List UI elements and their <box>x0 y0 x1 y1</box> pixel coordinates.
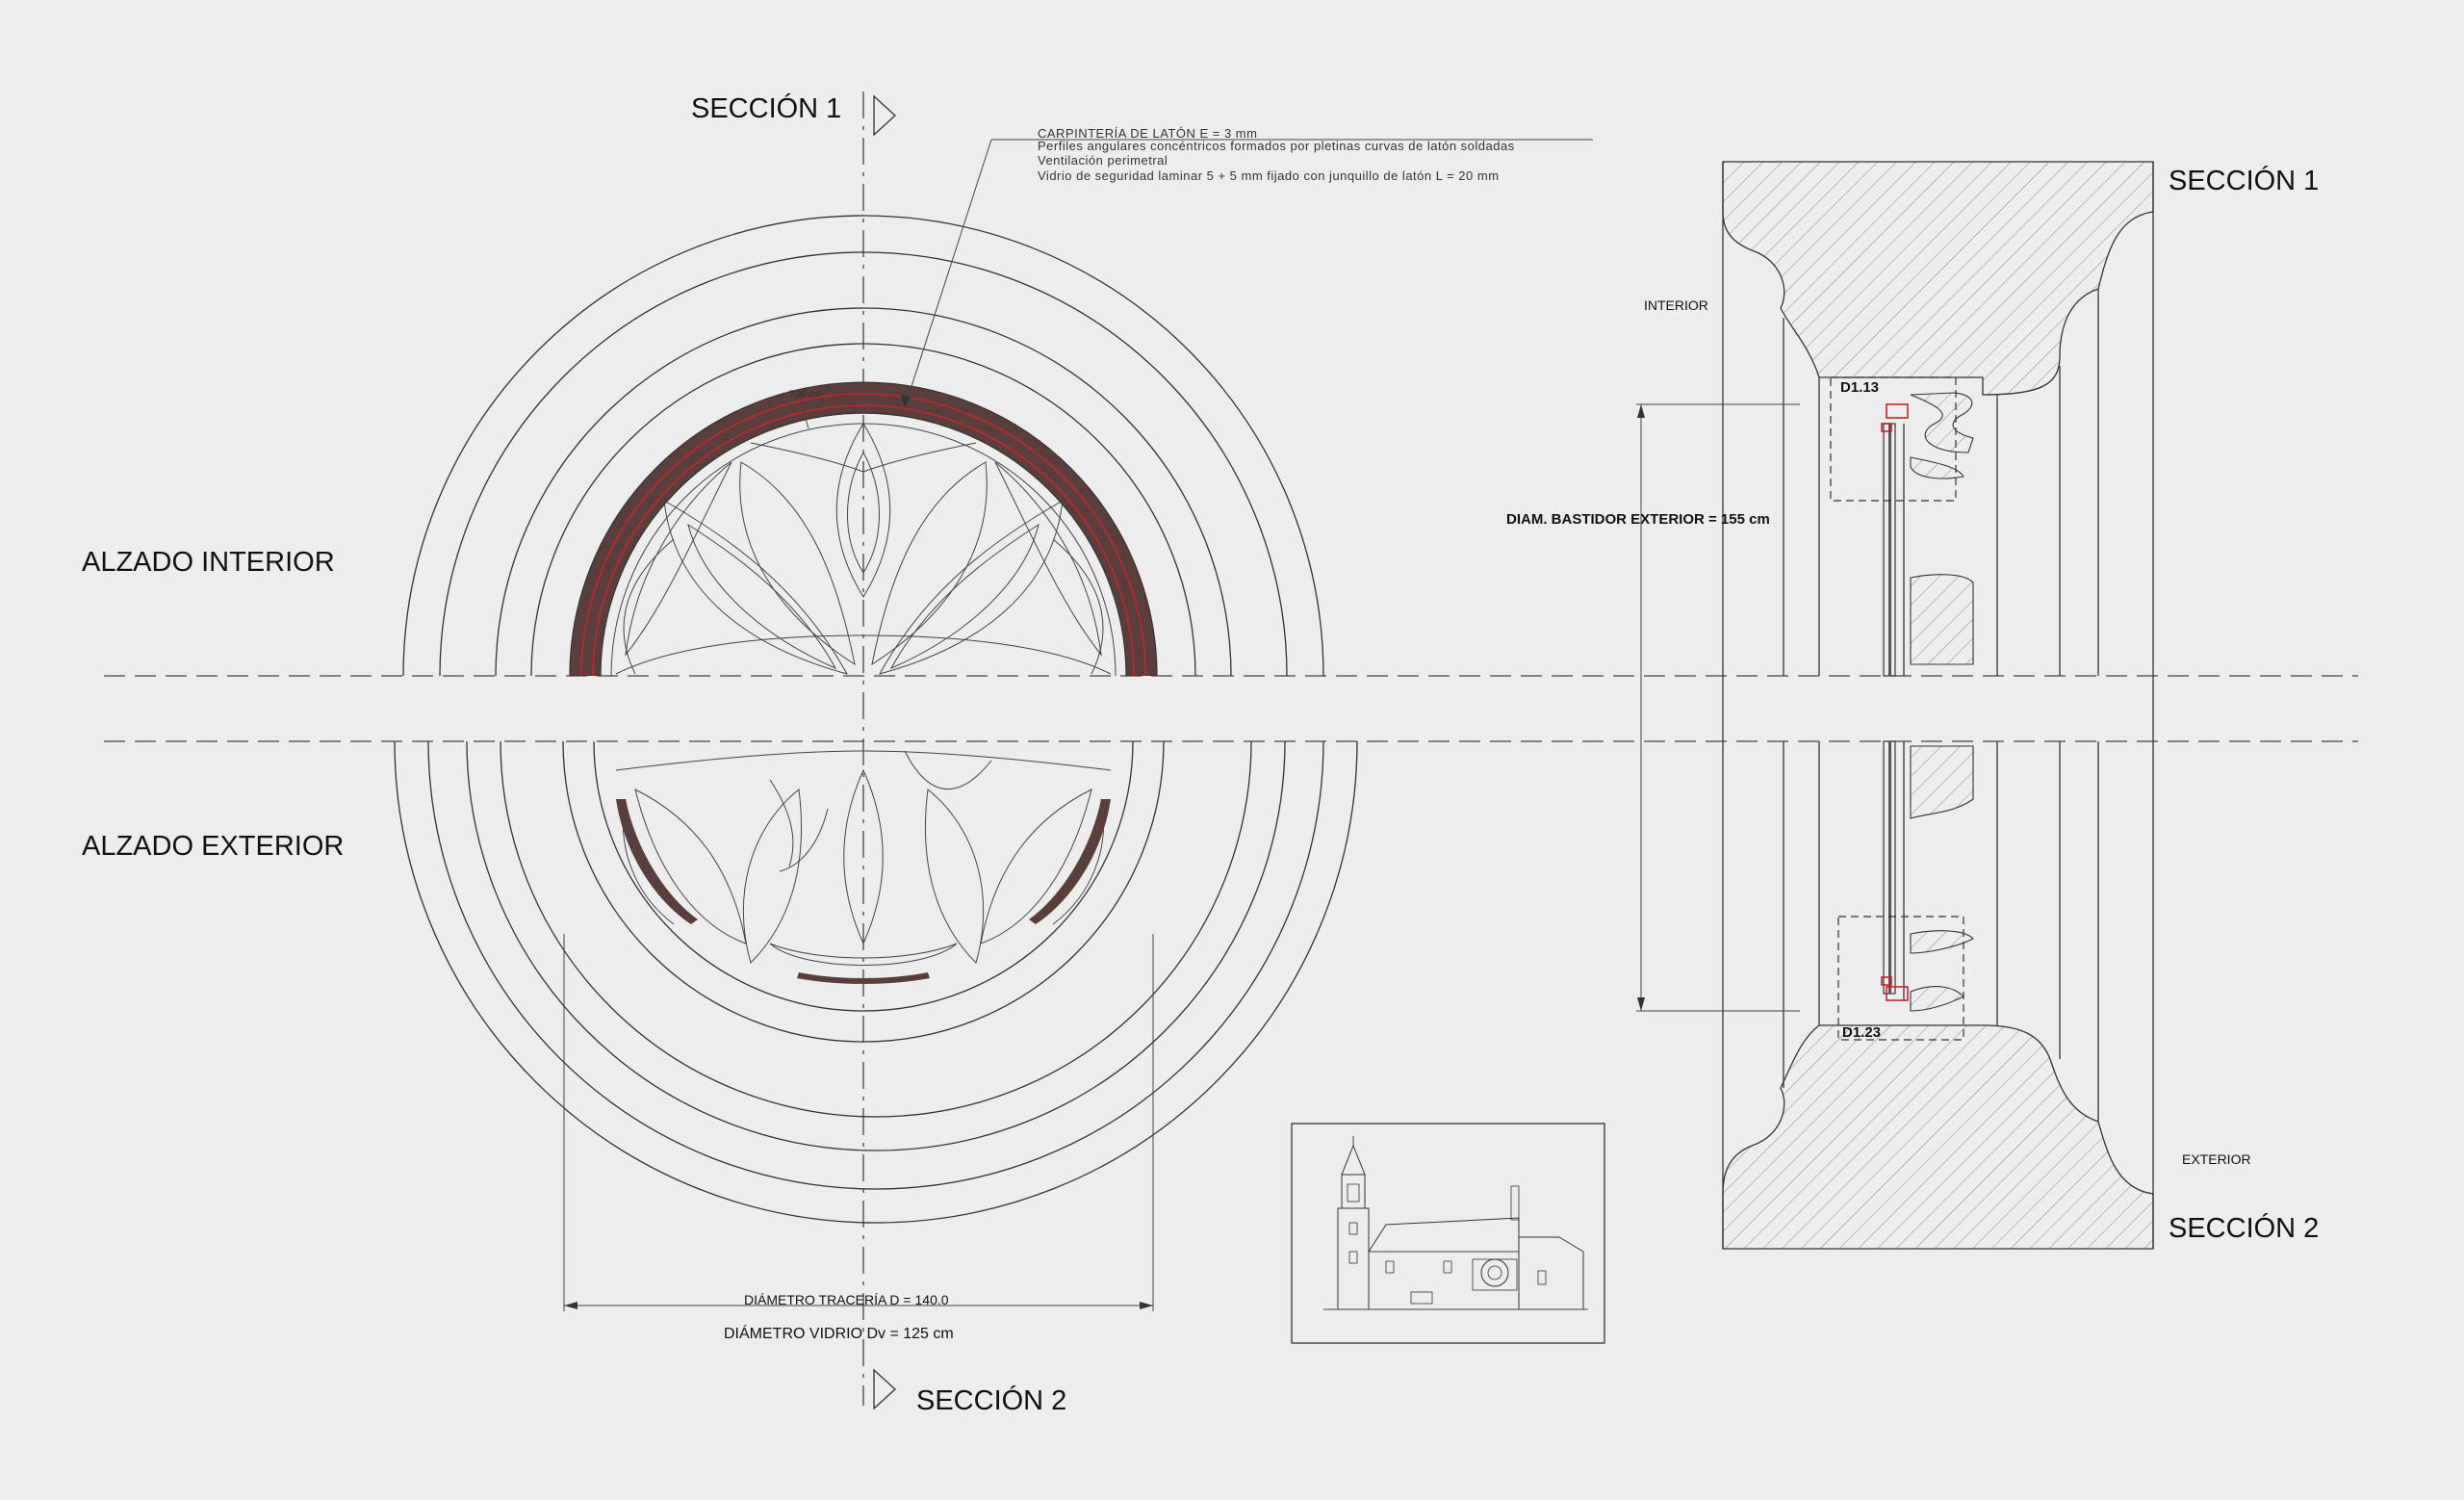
note-line-1: CARPINTERÍA DE LATÓN E = 3 mm <box>1038 126 1257 141</box>
detail-box-d123 <box>1837 916 1964 1041</box>
section-2-label: SECCIÓN 2 <box>916 1384 1066 1416</box>
section-2-marker: SECCIÓN 2 <box>873 1368 1066 1416</box>
note-line-4: Vidrio de seguridad laminar 5 + 5 mm fij… <box>1038 168 1500 183</box>
wall-section: D1.13 D1.23 DIAM. BASTIDOR EXTERIOR = 15… <box>1506 161 2319 1250</box>
church-elevation-thumbnail <box>1291 1123 1605 1344</box>
tracery-diameter-label: DIÁMETRO TRACERÍA D = 140.0 <box>744 1292 949 1307</box>
detail-label-top: D1.13 <box>1840 379 1879 396</box>
interior-side-label: INTERIOR <box>1644 297 1708 313</box>
note-leader <box>904 139 1593 408</box>
bottom-moulding <box>1722 1024 2154 1250</box>
section-1-label: SECCIÓN 1 <box>691 92 841 124</box>
glass-diameter-label: DIÁMETRO VIDRIO Dv = 125 cm <box>724 1324 954 1342</box>
frame-width-dim: 7,30 cm <box>789 389 820 399</box>
note-line-3: Ventilación perimetral <box>1038 153 1168 168</box>
section-2-right-label: SECCIÓN 2 <box>2169 1212 2319 1244</box>
carpentry-notes: CARPINTERÍA DE LATÓN E = 3 mm Perfiles a… <box>1038 126 1515 183</box>
exterior-elevation <box>394 741 1358 1224</box>
interior-tracery <box>615 423 1112 675</box>
interior-elevation-title: ALZADO INTERIOR <box>82 547 335 578</box>
section-1-marker: SECCIÓN 1 <box>691 92 896 137</box>
section-1-right-label: SECCIÓN 1 <box>2169 165 2319 196</box>
detail-label-bottom: D1.23 <box>1842 1024 1881 1041</box>
brass-frame-ring <box>569 381 1158 676</box>
exterior-side-label: EXTERIOR <box>2182 1151 2251 1167</box>
note-line-2: Perfiles angulares concéntricos formados… <box>1038 139 1515 153</box>
exterior-elevation-title: ALZADO EXTERIOR <box>82 831 344 862</box>
top-moulding <box>1722 161 2154 396</box>
detail-box-d113 <box>1830 376 1957 502</box>
section-arrow-icon <box>873 94 896 137</box>
frame-diameter-label: DIAM. BASTIDOR EXTERIOR = 155 cm <box>1506 511 1770 528</box>
exterior-tracery <box>615 750 1112 966</box>
interior-elevation: 7,30 cm <box>402 215 1324 676</box>
section-arrow-icon <box>873 1368 896 1410</box>
tracery-diameter-dimension: DIÁMETRO TRACERÍA D = 140.0 DIÁMETRO VID… <box>563 934 1154 1342</box>
